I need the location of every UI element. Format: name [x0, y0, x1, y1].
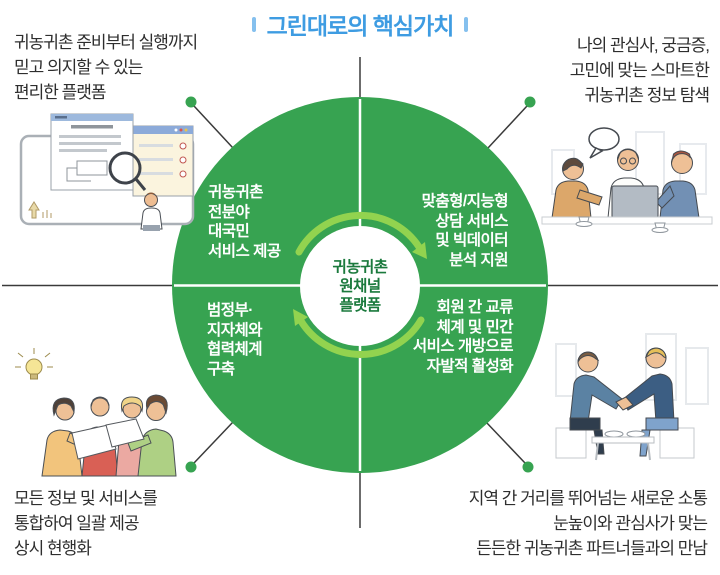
person-left: [551, 157, 603, 219]
browser-window-main: [50, 113, 134, 191]
person-yellow: [41, 397, 89, 477]
quadrant-label-top-right: 맞춤형/지능형 상담 서비스 및 빅데이터 분석 지원: [421, 193, 509, 269]
cycle-arrows-icon: [293, 211, 427, 358]
quadrant-label-bottom-left: 범정부· 지자체와 협력체계 구축: [207, 302, 263, 378]
group-reviewing-documents-illustration: [10, 345, 190, 480]
connector-lines: [2, 57, 718, 528]
team-laptop-discussion-illustration: [540, 118, 715, 240]
title-bar-left: [251, 16, 256, 32]
caption-bottom-left: 모든 정보 및 서비스를 통합하여 일괄 제공 상시 현행화: [14, 489, 158, 558]
laptop: [611, 185, 659, 219]
magnifier-icon: [108, 151, 147, 191]
page-title: 그린대로의 핵심가치: [266, 13, 455, 39]
city-background: [555, 333, 709, 405]
caption-top-right: 나의 관심사, 궁금증, 고민에 맞는 스마트한 귀농귀촌 정보 탐색: [569, 36, 710, 105]
lightbulb-icon: [15, 348, 53, 380]
person-right: [655, 150, 700, 219]
handshake-hands: [615, 396, 634, 411]
browser-window-right: [132, 125, 194, 197]
person-left-suit: [555, 351, 623, 459]
upload-arrow-doodle: [28, 201, 52, 219]
quadrant-label-bottom-right: 회원 간 교류 체계 및 민간 서비스 개방으로 자발적 활성화: [412, 299, 514, 375]
caption-bottom-right: 지역 간 거리를 뛰어넘는 새로운 소통 눈높이와 관심사가 맞는 든든한 귀농…: [468, 489, 708, 558]
partners-handshake-illustration: [528, 326, 716, 471]
page-title-row: 그린대로의 핵심가치: [0, 8, 720, 40]
browser-search-illustration: [15, 106, 200, 231]
title-bar-right: [464, 16, 469, 32]
quadrant-label-top-left: 귀농귀촌 전분야 대국민 서비스 제공: [208, 184, 281, 260]
person-figure: [140, 192, 163, 231]
connector-dots: [185, 96, 536, 473]
center-hub: [300, 226, 420, 346]
table: [541, 216, 713, 225]
speech-bubble-icon: [588, 127, 620, 159]
coffee-table: [591, 430, 655, 461]
coffee-cups: [575, 216, 669, 233]
document-sheets: [71, 418, 145, 460]
center-hub-label: 귀농귀촌 원채널 플랫폼: [332, 259, 388, 314]
caption-top-left: 귀농귀촌 준비부터 실행까지 믿고 의지할 수 있는 편리한 플랫폼: [14, 33, 198, 102]
person-green: [127, 394, 177, 477]
